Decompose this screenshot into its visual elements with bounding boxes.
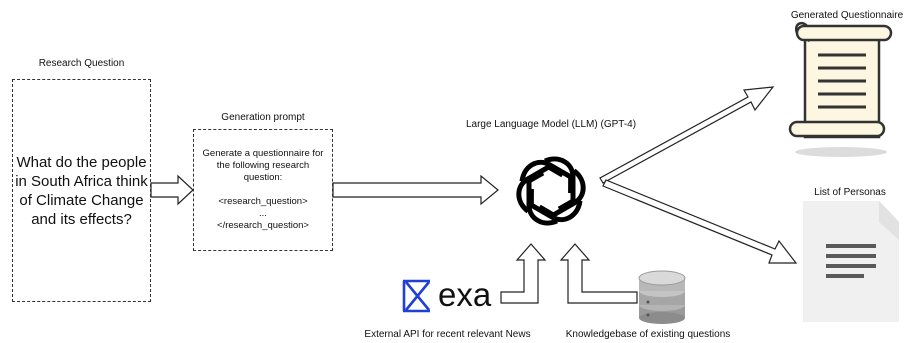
research-question-text: What do the people in South Africa think… — [15, 153, 148, 228]
generation-prompt-text: Generate a questionnaire for the followi… — [202, 148, 324, 231]
arrow-question-to-prompt — [150, 174, 194, 206]
openai-logo-icon — [512, 156, 589, 226]
exa-label: External API for recent relevant News — [364, 329, 531, 340]
arrow-llm-to-questionnaire — [599, 86, 775, 184]
exa-logo-icon — [402, 279, 431, 313]
questionnaire-label: Generated Questionnaire — [790, 10, 904, 21]
document-icon — [803, 201, 899, 322]
knowledgebase-label: Knowledgebase of existing questions — [565, 329, 731, 340]
arrow-llm-to-personas — [602, 179, 798, 264]
arrow-knowledgebase-to-llm — [559, 243, 638, 304]
llm-label: Large Language Model (LLM) (GPT-4) — [465, 119, 637, 130]
research-question-label: Research Question — [38, 58, 125, 69]
exa-logo-text: exa — [438, 276, 492, 313]
database-icon — [638, 270, 686, 324]
arrow-exa-to-llm — [500, 243, 547, 304]
research-question-box: What do the people in South Africa think… — [12, 79, 151, 302]
scroll-icon — [788, 21, 893, 157]
arrow-prompt-to-llm — [332, 174, 499, 206]
generation-prompt-label: Generation prompt — [221, 112, 305, 123]
personas-label: List of Personas — [814, 187, 886, 198]
generation-prompt-box: Generate a questionnaire for the followi… — [193, 129, 333, 251]
